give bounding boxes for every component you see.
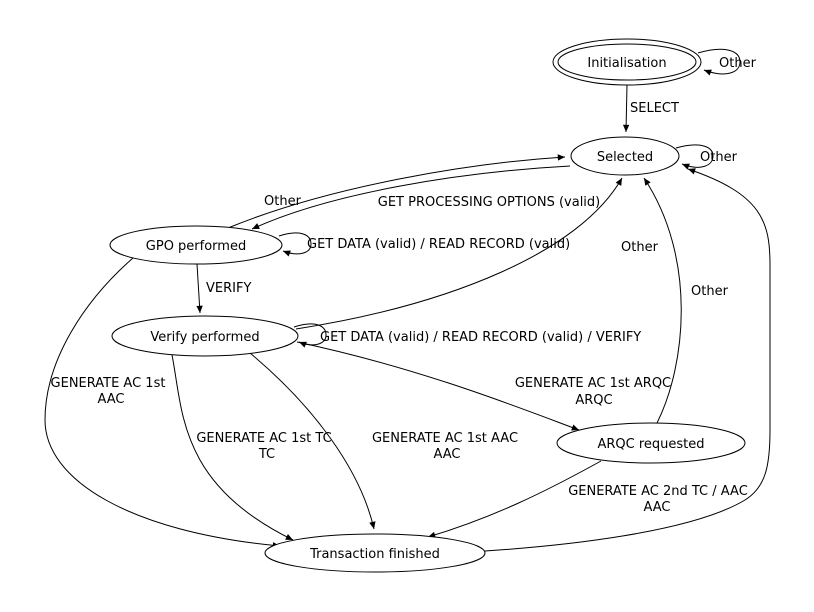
edge-label: GENERATE AC 1st TC [196, 431, 331, 446]
edge-label: Other [621, 240, 659, 255]
edge-label: Other [719, 56, 757, 71]
edge-verify-finished-aac: GENERATE AC 1st AAC AAC [249, 352, 518, 530]
state-arqc-requested: ARQC requested [556, 422, 746, 464]
edge-arqc-finished: GENERATE AC 2nd TC / AAC AAC [427, 460, 748, 539]
edge-label: GET DATA (valid) / READ RECORD (valid) /… [320, 330, 641, 345]
edge-label: GENERATE AC 1st ARQC [515, 376, 671, 391]
state-verify-performed: Verify performed [111, 315, 299, 357]
edge-label: GET DATA (valid) / READ RECORD (valid) [307, 237, 570, 252]
state-label: Transaction finished [309, 547, 440, 562]
edge-verify-self: GET DATA (valid) / READ RECORD (valid) /… [293, 323, 641, 348]
state-label: Selected [597, 150, 653, 165]
edge-label: TC [258, 447, 275, 462]
state-label: ARQC requested [597, 437, 704, 452]
state-ellipse [109, 225, 283, 265]
edge-gpo-verify: VERIFY [196, 263, 251, 314]
edge-verify-finished-tc: GENERATE AC 1st TC TC [171, 354, 332, 541]
edge-label: SELECT [630, 101, 679, 116]
edge-label: AAC [98, 392, 125, 407]
state-ellipse [570, 136, 680, 176]
edge-label: AAC [434, 447, 461, 462]
state-label: GPO performed [146, 239, 246, 254]
edge-label: Other [691, 284, 729, 299]
edge-label: VERIFY [206, 281, 251, 296]
state-gpo-performed: GPO performed [109, 225, 283, 265]
edge-label: GENERATE AC 1st [51, 376, 166, 391]
edge-initialisation-self: Other [697, 48, 757, 76]
edge-label: GENERATE AC 1st AAC [372, 431, 518, 446]
edge-label: AAC [644, 500, 671, 515]
state-transaction-finished: Transaction finished [264, 533, 486, 573]
state-label: Initialisation [587, 56, 666, 71]
edge-gpo-self: GET DATA (valid) / READ RECORD (valid) [278, 232, 570, 257]
edge-gpo-finished: GENERATE AC 1st AAC [44, 257, 281, 549]
edge-label: Other [700, 150, 738, 165]
state-selected: Selected [570, 136, 680, 176]
edge-selected-self: Other [675, 144, 738, 170]
edge-selected-gpo: GET PROCESSING OPTIONS (valid) [251, 165, 601, 230]
edge-finished-selected [484, 168, 771, 552]
state-ellipse [264, 533, 486, 573]
edge-label: GENERATE AC 2nd TC / AAC [568, 484, 748, 499]
state-ellipse-inner [557, 43, 697, 81]
edge-initialisation-selected: SELECT [622, 84, 679, 133]
edge-gpo-selected: Other [227, 154, 566, 229]
edge-label: GET PROCESSING OPTIONS (valid) [378, 195, 601, 210]
edge-verify-selected: Other [295, 177, 659, 330]
edge-verify-arqc: GENERATE AC 1st ARQC ARQC [296, 341, 671, 431]
state-label: Verify performed [150, 330, 259, 345]
edge-label: ARQC [575, 393, 612, 408]
state-initialisation: Initialisation [552, 38, 702, 86]
state-ellipse [556, 422, 746, 464]
edge-arqc-selected: Other [643, 177, 729, 424]
state-ellipse [111, 315, 299, 357]
edge-label: Other [264, 194, 302, 209]
